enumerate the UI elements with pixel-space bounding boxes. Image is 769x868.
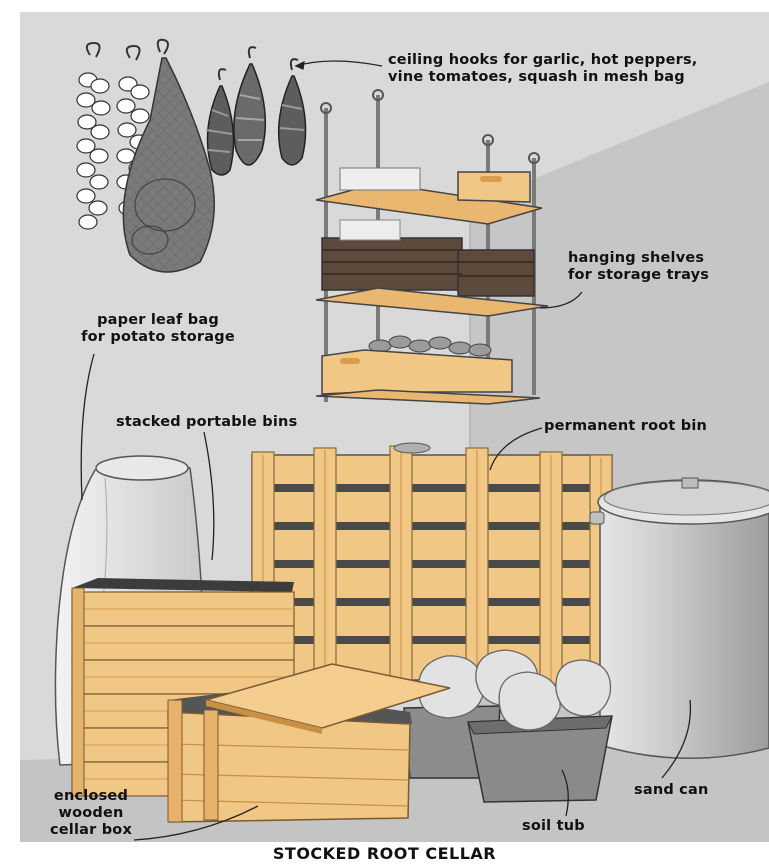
sand-can <box>590 478 769 758</box>
stacked-portable-bins-label: stacked portable bins <box>116 414 297 431</box>
diagram-title: STOCKED ROOT CELLAR <box>0 844 769 863</box>
middle-shelf-basket-left <box>322 238 462 290</box>
paper-leaf-bag-label: paper leaf bag for potato storage <box>70 312 246 346</box>
middle-shelf-basket-right <box>458 250 534 296</box>
sand-can-label: sand can <box>634 782 708 799</box>
permanent-root-bin <box>252 443 612 684</box>
soil-tub-label: soil tub <box>522 818 585 835</box>
enclosed-wooden-cellar-box-label: enclosed wooden cellar box <box>48 788 134 839</box>
hanging-shelves-label: hanging shelves for storage trays <box>568 250 709 284</box>
permanent-root-bin-label: permanent root bin <box>544 418 707 435</box>
ceiling-hooks-label: ceiling hooks for garlic, hot peppers, v… <box>388 52 698 86</box>
